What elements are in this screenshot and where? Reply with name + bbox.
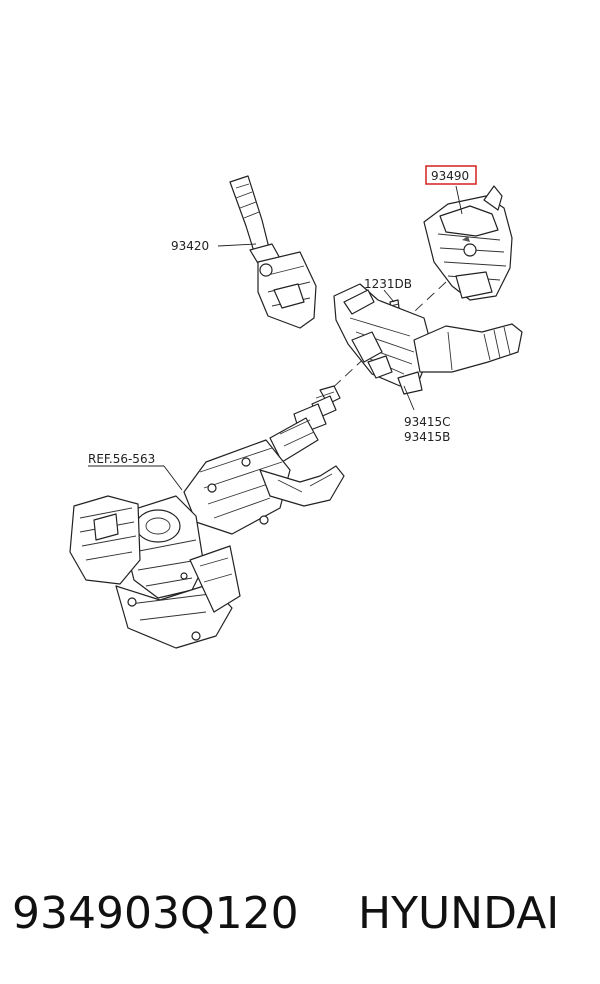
multifunction-switch-93415 xyxy=(333,283,523,395)
leader-1231DB xyxy=(383,289,395,303)
callout-93420[interactable]: 93420 xyxy=(171,239,209,253)
part-number: 934903Q120 xyxy=(12,888,299,939)
clock-spring-93490 xyxy=(423,185,513,301)
callout-93415C[interactable]: 93415C xyxy=(404,415,451,429)
brand-name: HYUNDAI xyxy=(358,888,559,939)
leader-ref xyxy=(163,465,183,491)
leader-93420 xyxy=(217,243,257,247)
leader-93415 xyxy=(403,385,415,411)
callout-93415B[interactable]: 93415B xyxy=(404,430,450,444)
callout-ref-56-563[interactable]: REF.56-563 xyxy=(88,452,155,466)
steering-column-assembly xyxy=(69,439,345,649)
callout-93490[interactable]: 93490 xyxy=(431,169,469,183)
steering-shaft xyxy=(269,385,341,463)
stalk-switch-93420 xyxy=(229,175,317,329)
callout-1231DB[interactable]: 1231DB xyxy=(364,277,412,291)
highlight-box-93490 xyxy=(425,165,477,185)
leader-93490 xyxy=(455,185,463,215)
